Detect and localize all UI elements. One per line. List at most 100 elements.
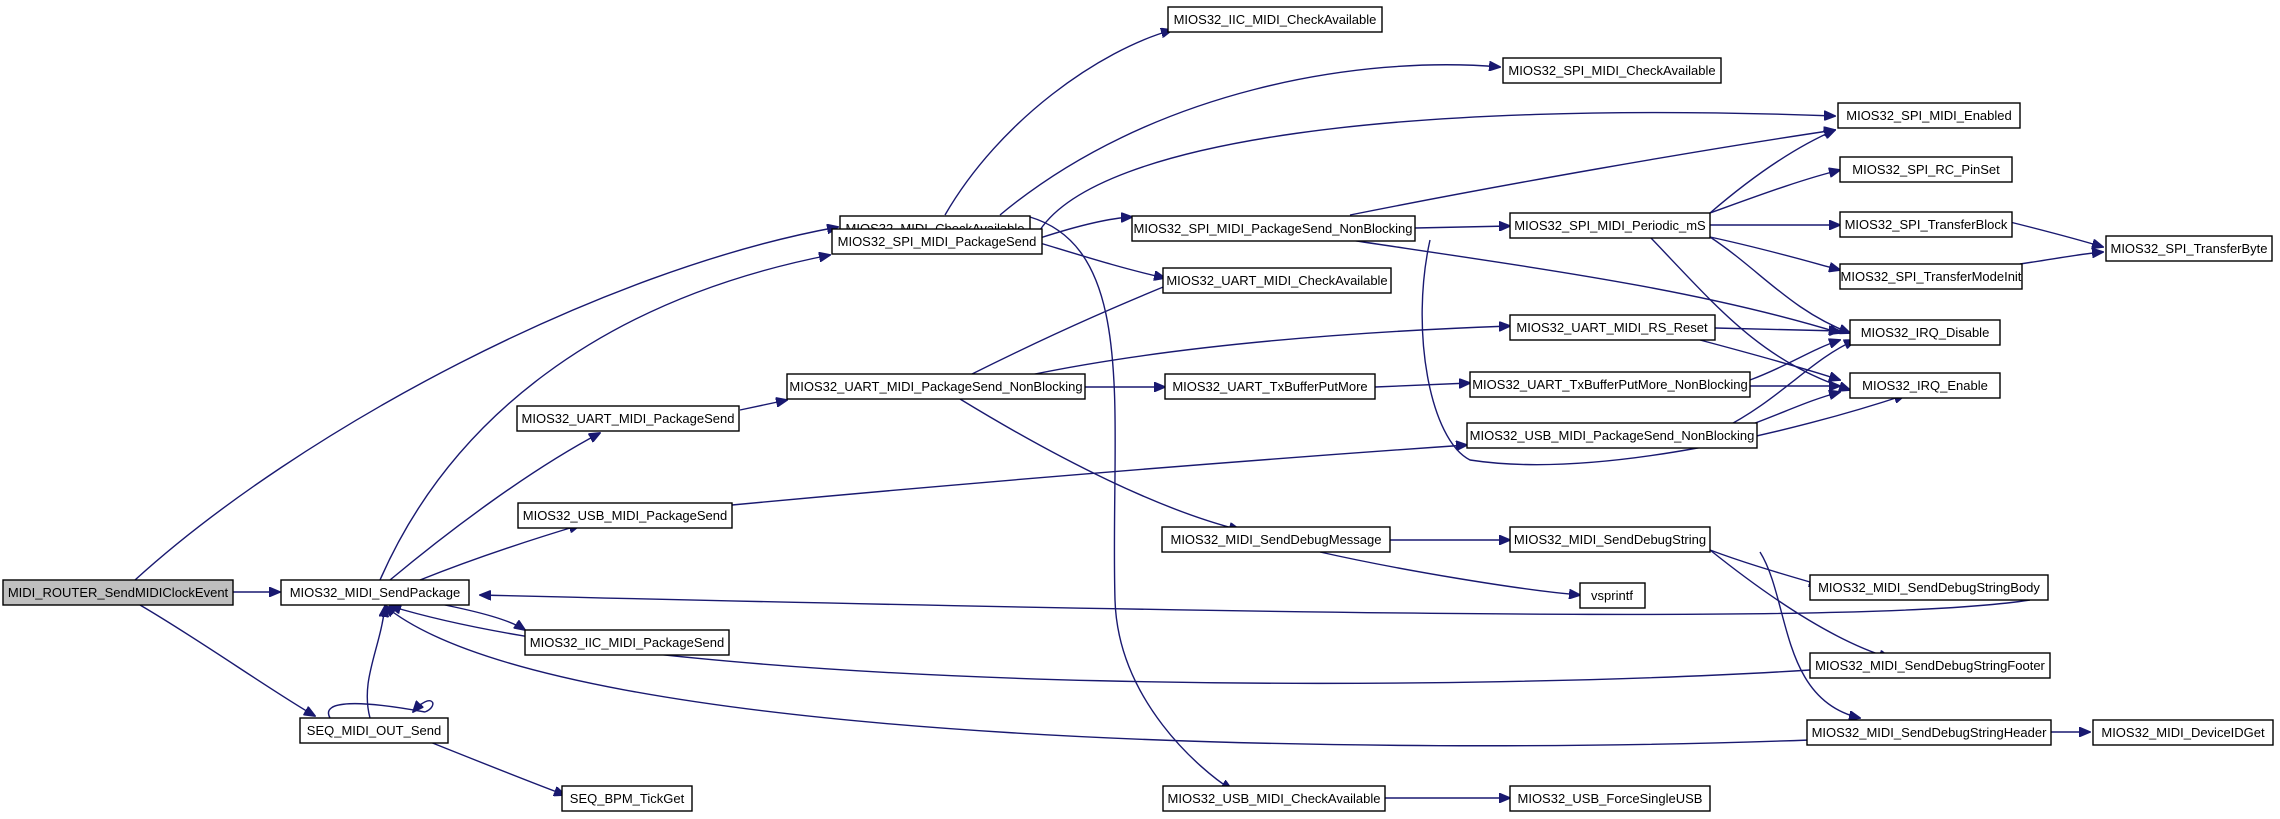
node-usb-force-single-usb[interactable]: MIOS32_USB_ForceSingleUSB [1509, 785, 1711, 812]
node-spi-rc-pinset[interactable]: MIOS32_SPI_RC_PinSet [1839, 156, 2013, 183]
node-usb-midi-package-send-nb[interactable]: MIOS32_USB_MIDI_PackageSend_NonBlocking [1466, 422, 1758, 449]
node-uart-tx-buffer-put-more-nb-label: MIOS32_UART_TxBufferPutMore_NonBlocking [1472, 377, 1748, 392]
node-midi-send-debug-string[interactable]: MIOS32_MIDI_SendDebugString [1509, 526, 1711, 553]
edge-seq-out-send-to-bpm-tickget [429, 741, 565, 795]
node-uart-tx-buffer-put-more-label: MIOS32_UART_TxBufferPutMore [1172, 379, 1367, 394]
node-uart-midi-package-send[interactable]: MIOS32_UART_MIDI_PackageSend [516, 405, 740, 432]
node-midi-send-debug-string-label: MIOS32_MIDI_SendDebugString [1514, 532, 1706, 547]
node-midi-send-debug-string-body[interactable]: MIOS32_MIDI_SendDebugStringBody [1809, 574, 2049, 601]
node-spi-transfer-block-label: MIOS32_SPI_TransferBlock [1845, 217, 2008, 232]
node-midi-send-debug-message[interactable]: MIOS32_MIDI_SendDebugMessage [1161, 526, 1391, 553]
edge-periodic-to-irq-enable [1649, 236, 1850, 390]
edge-check-available-to-iic-check [944, 30, 1172, 216]
edge-spi-nb-to-periodic [1414, 226, 1510, 228]
node-uart-midi-check-available-label: MIOS32_UART_MIDI_CheckAvailable [1166, 273, 1387, 288]
edge-header-to-send-package [385, 606, 1811, 747]
node-vsprintf[interactable]: vsprintf [1579, 582, 1646, 609]
node-root-label: MIDI_ROUTER_SendMIDIClockEvent [8, 585, 229, 600]
node-spi-midi-package-send-nb-label: MIOS32_SPI_MIDI_PackageSend_NonBlocking [1134, 221, 1413, 236]
edge-periodic-to-irq-disable [1709, 236, 1850, 333]
node-seq-bpm-tickget-label: SEQ_BPM_TickGet [570, 791, 685, 806]
edge-body-to-send-package [480, 595, 2031, 616]
edge-root-to-seq-midi-out-send [139, 604, 315, 716]
edge-spi-package-send-to-nb [1039, 217, 1132, 239]
edge-seq-out-send-self [327, 701, 434, 718]
node-uart-midi-package-send-label: MIOS32_UART_MIDI_PackageSend [522, 411, 735, 426]
edge-spi-package-send-to-enabled [1039, 113, 1835, 231]
node-irq-disable-label: MIOS32_IRQ_Disable [1861, 325, 1990, 340]
edge-rs-reset-to-irq-disable [1714, 328, 1840, 331]
node-midi-send-debug-string-footer[interactable]: MIOS32_MIDI_SendDebugStringFooter [1809, 652, 2051, 679]
node-spi-midi-package-send[interactable]: MIOS32_SPI_MIDI_PackageSend [831, 228, 1043, 255]
node-seq-midi-out-send-label: SEQ_MIDI_OUT_Send [307, 723, 441, 738]
node-usb-force-single-usb-label: MIOS32_USB_ForceSingleUSB [1518, 791, 1703, 806]
node-vsprintf-label: vsprintf [1591, 588, 1633, 603]
node-spi-transfer-block[interactable]: MIOS32_SPI_TransferBlock [1839, 211, 2013, 238]
node-uart-tx-buffer-put-more-nb[interactable]: MIOS32_UART_TxBufferPutMore_NonBlocking [1469, 371, 1751, 398]
edge-usb-package-send-to-usb-nb [731, 445, 1467, 506]
node-uart-midi-package-send-nb[interactable]: MIOS32_UART_MIDI_PackageSend_NonBlocking [786, 373, 1086, 400]
edge-debug-string-to-body [1709, 549, 1820, 585]
edge-send-package-to-uart-package-send [389, 433, 600, 581]
edges [134, 30, 2103, 798]
node-spi-transfer-mode-init[interactable]: MIOS32_SPI_TransferModeInit [1839, 263, 2023, 290]
edge-check-available-to-uart-check [1029, 239, 1165, 278]
node-spi-midi-periodic-ms-label: MIOS32_SPI_MIDI_Periodic_mS [1514, 218, 1706, 233]
node-spi-transfer-byte[interactable]: MIOS32_SPI_TransferByte [2105, 235, 2273, 262]
node-usb-midi-package-send[interactable]: MIOS32_USB_MIDI_PackageSend [517, 502, 733, 529]
node-seq-midi-out-send[interactable]: SEQ_MIDI_OUT_Send [299, 717, 449, 744]
edge-spi-nb-to-enabled [1349, 130, 1835, 216]
node-iic-midi-check-available-label: MIOS32_IIC_MIDI_CheckAvailable [1174, 12, 1377, 27]
edge-periodic-to-enabled [1709, 130, 1835, 214]
edge-uart-nb-to-send-debug-message [959, 398, 1240, 530]
edge-transfer-block-to-byte [2009, 221, 2103, 247]
edge-check-available-to-usb-check [1029, 216, 1232, 790]
edge-uart-package-send-to-nb [739, 400, 787, 411]
node-root[interactable]: MIDI_ROUTER_SendMIDIClockEvent [2, 579, 234, 606]
node-irq-enable-label: MIOS32_IRQ_Enable [1862, 378, 1988, 393]
node-spi-midi-enabled-label: MIOS32_SPI_MIDI_Enabled [1846, 108, 2011, 123]
node-spi-transfer-mode-init-label: MIOS32_SPI_TransferModeInit [1841, 269, 2022, 284]
node-spi-midi-periodic-ms[interactable]: MIOS32_SPI_MIDI_Periodic_mS [1509, 212, 1711, 239]
edge-seq-out-send-to-midi-send-package [366, 606, 385, 719]
node-irq-enable[interactable]: MIOS32_IRQ_Enable [1849, 372, 2001, 399]
node-iic-midi-package-send[interactable]: MIOS32_IIC_MIDI_PackageSend [524, 629, 730, 656]
node-midi-device-id-get[interactable]: MIOS32_MIDI_DeviceIDGet [2092, 719, 2274, 746]
node-midi-send-package[interactable]: MIOS32_MIDI_SendPackage [280, 579, 470, 606]
node-midi-device-id-get-label: MIOS32_MIDI_DeviceIDGet [2101, 725, 2265, 740]
node-spi-midi-check-available-label: MIOS32_SPI_MIDI_CheckAvailable [1508, 63, 1715, 78]
edge-send-package-to-spi-package-send [379, 255, 830, 581]
nodes: MIDI_ROUTER_SendMIDIClockEvent MIOS32_MI… [2, 6, 2274, 812]
edge-mode-init-to-byte [2019, 252, 2103, 265]
edge-debug-message-to-vsprintf [1319, 551, 1580, 595]
node-uart-midi-package-send-nb-label: MIOS32_UART_MIDI_PackageSend_NonBlocking [789, 379, 1082, 394]
edge-check-available-to-spi-check [999, 65, 1500, 216]
node-spi-midi-package-send-nb[interactable]: MIOS32_SPI_MIDI_PackageSend_NonBlocking [1131, 215, 1416, 242]
edge-send-package-to-usb-package-send [419, 525, 580, 581]
node-usb-midi-package-send-nb-label: MIOS32_USB_MIDI_PackageSend_NonBlocking [1470, 428, 1755, 443]
edge-rs-reset-to-irq-enable [1699, 339, 1840, 380]
node-usb-midi-check-available-label: MIOS32_USB_MIDI_CheckAvailable [1168, 791, 1381, 806]
node-midi-send-debug-string-footer-label: MIOS32_MIDI_SendDebugStringFooter [1815, 658, 2045, 673]
node-usb-midi-check-available[interactable]: MIOS32_USB_MIDI_CheckAvailable [1162, 785, 1386, 812]
edge-tx-buffer-to-nb [1374, 383, 1470, 387]
node-seq-bpm-tickget[interactable]: SEQ_BPM_TickGet [561, 785, 693, 812]
node-spi-midi-check-available[interactable]: MIOS32_SPI_MIDI_CheckAvailable [1502, 57, 1722, 84]
node-spi-rc-pinset-label: MIOS32_SPI_RC_PinSet [1852, 162, 2000, 177]
node-uart-midi-check-available[interactable]: MIOS32_UART_MIDI_CheckAvailable [1162, 267, 1392, 294]
edge-uart-nb-to-rs-reset [1029, 326, 1510, 376]
node-spi-midi-package-send-label: MIOS32_SPI_MIDI_PackageSend [838, 234, 1037, 249]
edge-debug-string-to-header [1759, 551, 1860, 718]
node-iic-midi-check-available[interactable]: MIOS32_IIC_MIDI_CheckAvailable [1167, 6, 1383, 33]
edge-spi-nb-to-irq-disable [1349, 239, 1840, 333]
node-midi-send-debug-string-header[interactable]: MIOS32_MIDI_SendDebugStringHeader [1806, 719, 2052, 746]
node-irq-disable[interactable]: MIOS32_IRQ_Disable [1849, 319, 2001, 346]
node-midi-send-debug-message-label: MIOS32_MIDI_SendDebugMessage [1170, 532, 1381, 547]
edge-root-to-midi-check-available [134, 227, 838, 581]
node-uart-midi-rs-reset[interactable]: MIOS32_UART_MIDI_RS_Reset [1509, 314, 1716, 341]
node-spi-midi-enabled[interactable]: MIOS32_SPI_MIDI_Enabled [1837, 102, 2021, 129]
node-uart-tx-buffer-put-more[interactable]: MIOS32_UART_TxBufferPutMore [1164, 373, 1376, 400]
edge-usb-nb-to-irq-disable [1719, 340, 1855, 431]
edge-spi-nb-to-irq-enable [1421, 239, 1905, 466]
